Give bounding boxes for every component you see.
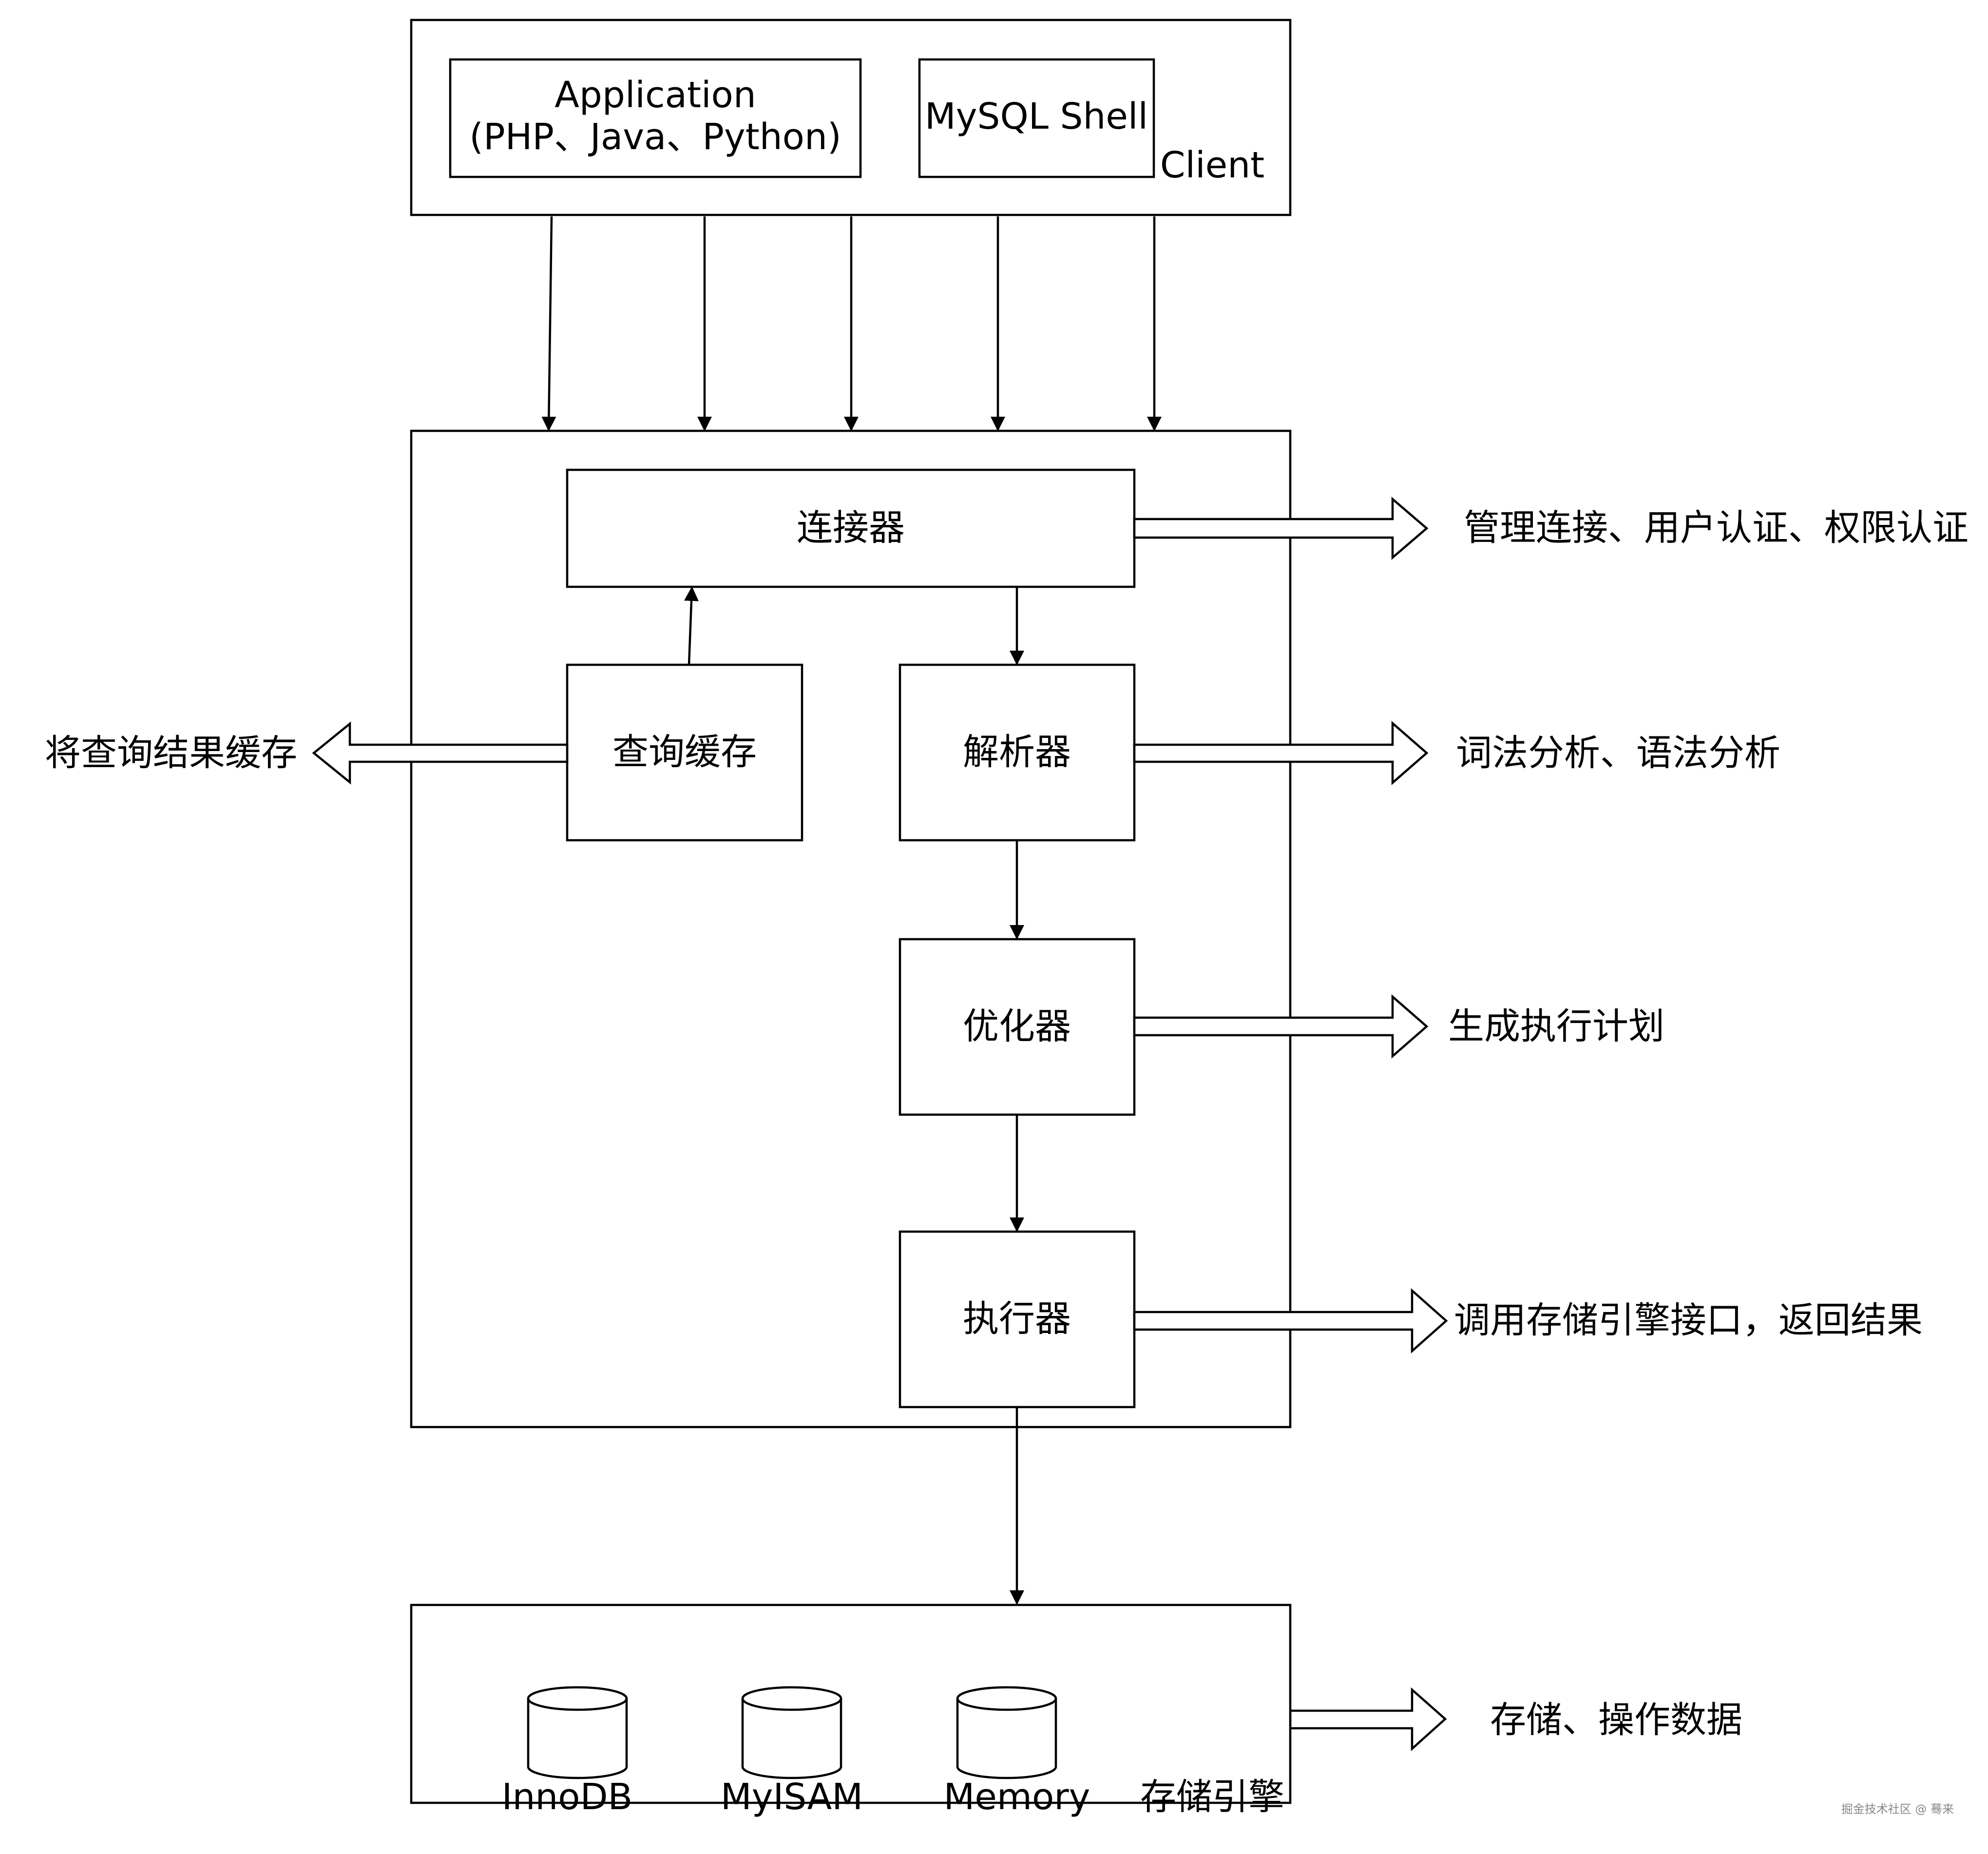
optimizer-annotation: 生成执行计划: [1448, 1005, 1664, 1047]
storage-hollow-arrow: [1289, 1687, 1447, 1752]
client-container: Application (PHP、Java、Python) MySQL Shel…: [410, 19, 1292, 216]
application-box: [449, 58, 862, 178]
client-connection-arrows: [541, 216, 1162, 431]
mysql-shell-label: MySQL Shell: [925, 96, 1148, 137]
optimizer-hollow-arrow: [1133, 994, 1429, 1059]
connector-box: [566, 468, 1136, 588]
connector-label: 连接器: [797, 507, 905, 549]
mysql-shell-box: [918, 58, 1155, 178]
application-label: Application: [554, 74, 756, 116]
client-label: Client: [1160, 144, 1264, 186]
query-cache-label: 查询缓存: [612, 731, 757, 773]
annotation-arrows: [312, 497, 1448, 1752]
parser-label: 解析器: [963, 731, 1071, 773]
watermark: 掘金技术社区 @ 蓦来: [1841, 1802, 1954, 1816]
internal-flow-arrows: [684, 586, 1024, 1605]
storage-engine-label: 存储引擎: [1140, 1776, 1284, 1818]
connection-arrow: [541, 216, 556, 431]
query-cache-hollow-arrow: [312, 721, 569, 785]
cache-to-connector-arrow: [684, 586, 699, 665]
executor-annotation: 调用存储引擎接口，返回结果: [1454, 1299, 1923, 1341]
query-cache-annotation: 将查询结果缓存: [45, 732, 297, 774]
database-icon: [956, 1686, 1057, 1779]
optimizer-label: 优化器: [963, 1005, 1071, 1047]
storage-annotation: 存储、操作数据: [1490, 1699, 1742, 1741]
executor-hollow-arrow: [1133, 1288, 1448, 1353]
executor-box: [898, 1230, 1136, 1409]
application-languages-label: (PHP、Java、Python): [469, 116, 841, 158]
engine-innodb-label: InnoDB: [502, 1776, 633, 1818]
parser-hollow-arrow: [1133, 721, 1429, 785]
database-icon: [741, 1686, 842, 1779]
connector-annotation: 管理连接、用户认证、权限认证: [1464, 507, 1969, 549]
database-icon: [527, 1686, 628, 1779]
engine-memory-label: Memory: [944, 1776, 1090, 1818]
parser-annotation: 词法分析、语法分析: [1456, 732, 1780, 774]
connector-hollow-arrow: [1133, 497, 1429, 560]
server-container: [410, 429, 1292, 1429]
executor-label: 执行器: [963, 1298, 1071, 1340]
engine-myisam-label: MyISAM: [721, 1776, 863, 1818]
